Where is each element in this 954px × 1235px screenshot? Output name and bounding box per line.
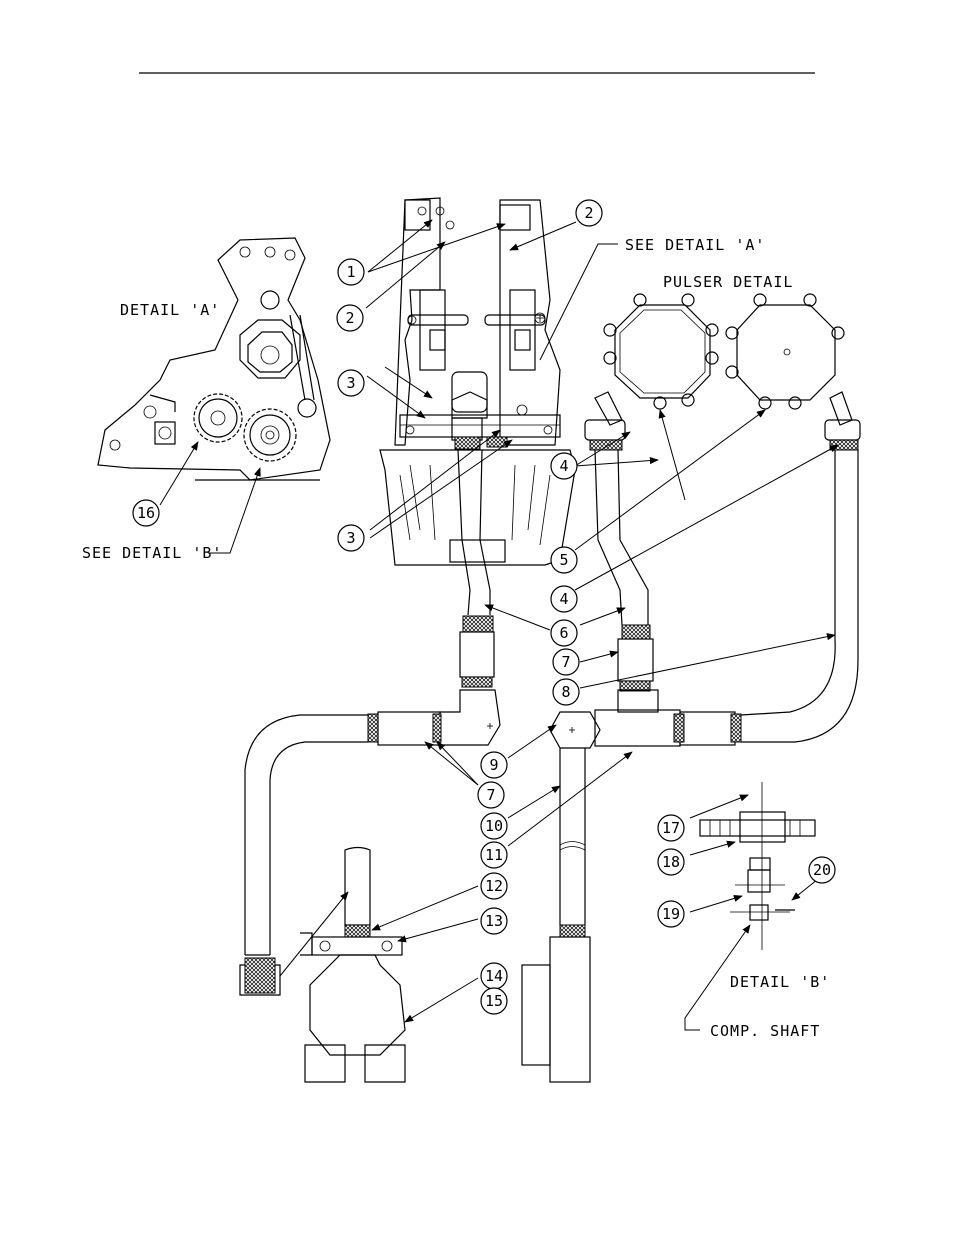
detail-b-drawing bbox=[699, 782, 816, 950]
svg-text:18: 18 bbox=[662, 853, 680, 871]
svg-text:4: 4 bbox=[559, 457, 568, 475]
label-detail-a: DETAIL 'A' bbox=[120, 301, 220, 319]
svg-text:19: 19 bbox=[662, 905, 680, 923]
svg-text:13: 13 bbox=[485, 912, 503, 930]
svg-text:15: 15 bbox=[485, 992, 503, 1010]
hose-right bbox=[740, 450, 859, 743]
callout-16: 16 bbox=[132, 499, 160, 527]
callout-3-lower: 3 bbox=[337, 524, 365, 552]
callout-17: 17 bbox=[657, 814, 685, 842]
hose-left-loop bbox=[239, 711, 442, 996]
hose-left-upper bbox=[439, 449, 501, 746]
callout-9: 9 bbox=[480, 751, 508, 779]
callout-3-upper: 3 bbox=[337, 369, 365, 397]
pulser-left bbox=[584, 293, 719, 451]
svg-text:16: 16 bbox=[137, 504, 155, 522]
gear-right bbox=[243, 408, 297, 462]
callout-1: 1 bbox=[337, 258, 365, 286]
callout-14: 14 bbox=[480, 962, 508, 990]
callout-11: 11 bbox=[480, 841, 508, 869]
pipe-down bbox=[521, 748, 591, 1083]
callout-15: 15 bbox=[480, 987, 508, 1015]
callout-5: 5 bbox=[550, 546, 578, 574]
svg-text:4: 4 bbox=[559, 590, 568, 608]
callout-2-right: 2 bbox=[575, 199, 603, 227]
svg-text:8: 8 bbox=[561, 683, 570, 701]
svg-text:5: 5 bbox=[559, 551, 568, 569]
callout-20: 20 bbox=[808, 856, 836, 884]
callout-2-left: 2 bbox=[336, 304, 364, 332]
callout-12: 12 bbox=[480, 872, 508, 900]
label-see-detail-b: SEE DETAIL 'B' bbox=[82, 544, 222, 562]
callout-7-right: 7 bbox=[552, 648, 580, 676]
callout-6: 6 bbox=[550, 619, 578, 647]
svg-text:3: 3 bbox=[346, 529, 355, 547]
detail-a-drawing bbox=[97, 237, 331, 481]
callout-19: 19 bbox=[657, 900, 685, 928]
leader-lines bbox=[159, 219, 839, 1031]
svg-text:7: 7 bbox=[561, 653, 570, 671]
callout-18: 18 bbox=[657, 848, 685, 876]
svg-text:17: 17 bbox=[662, 819, 680, 837]
callout-13: 13 bbox=[480, 907, 508, 935]
callout-4-lower: 4 bbox=[550, 585, 578, 613]
callout-bubbles: 1 2 2 3 3 4 4 5 6 7 7 8 9 10 11 12 13 14… bbox=[132, 199, 836, 1015]
svg-text:2: 2 bbox=[345, 309, 354, 327]
svg-text:2: 2 bbox=[584, 204, 593, 222]
gear-left bbox=[193, 393, 243, 443]
svg-text:20: 20 bbox=[813, 861, 831, 879]
svg-text:12: 12 bbox=[485, 877, 503, 895]
svg-text:7: 7 bbox=[486, 786, 495, 804]
svg-text:10: 10 bbox=[485, 817, 503, 835]
main-assembly-drawing bbox=[379, 197, 576, 566]
callout-8: 8 bbox=[552, 678, 580, 706]
label-comp-shaft: COMP. SHAFT bbox=[710, 1022, 820, 1040]
svg-text:14: 14 bbox=[485, 967, 503, 985]
tee-fitting bbox=[549, 689, 742, 749]
svg-text:1: 1 bbox=[346, 263, 355, 281]
label-see-detail-a: SEE DETAIL 'A' bbox=[625, 236, 765, 254]
callout-10: 10 bbox=[480, 812, 508, 840]
hose-center bbox=[594, 449, 654, 692]
svg-text:11: 11 bbox=[485, 846, 503, 864]
callout-4-upper: 4 bbox=[550, 452, 578, 480]
svg-text:9: 9 bbox=[489, 756, 498, 774]
label-pulser-detail: PULSER DETAIL bbox=[663, 273, 793, 291]
label-detail-b: DETAIL 'B' bbox=[730, 973, 830, 991]
svg-text:6: 6 bbox=[559, 624, 568, 642]
valve-assembly bbox=[300, 846, 406, 1083]
svg-text:3: 3 bbox=[346, 374, 355, 392]
callout-7-left: 7 bbox=[477, 781, 505, 809]
pulser-right bbox=[725, 293, 861, 451]
